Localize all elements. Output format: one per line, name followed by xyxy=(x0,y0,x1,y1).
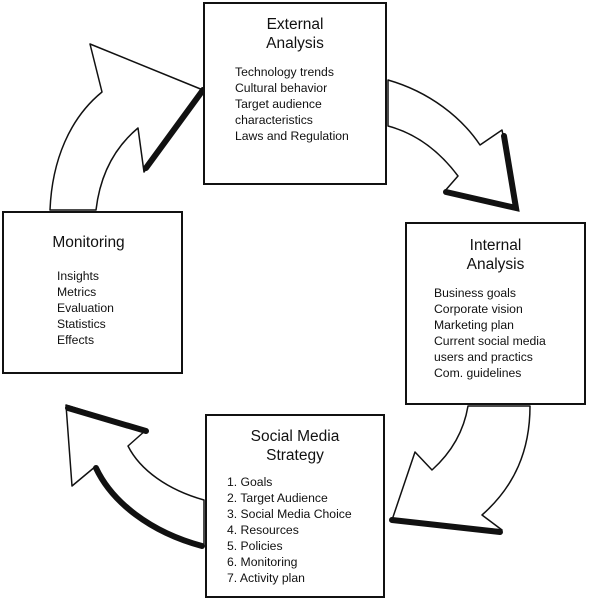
monitoring-list: Insights Metrics Evaluation Statistics E… xyxy=(57,269,181,349)
arrow-internal-to-strategy xyxy=(389,405,531,535)
list-item: characteristics xyxy=(235,112,313,127)
list-item: 4. Resources xyxy=(227,523,299,537)
list-item: 6. Monitoring xyxy=(227,555,298,569)
social-media-strategy-list: 1. Goals 2. Target Audience 3. Social Me… xyxy=(227,474,383,586)
monitoring-title: Monitoring xyxy=(0,233,181,252)
internal-analysis-title: Internal Analysis xyxy=(407,236,584,274)
list-item: Business goals xyxy=(434,286,516,300)
arrow-strategy-to-monitoring xyxy=(65,404,205,549)
list-item: Com. guidelines xyxy=(434,365,522,380)
title-line: Analysis xyxy=(466,256,525,273)
title-line: Internal xyxy=(469,237,522,254)
list-item: Laws and Regulation xyxy=(235,128,349,143)
internal-analysis-box: Internal Analysis Business goals Corpora… xyxy=(405,222,586,405)
list-item: Corporate vision xyxy=(434,301,523,316)
list-item: Technology trends xyxy=(235,65,334,79)
title-line: Monitoring xyxy=(52,234,125,251)
list-item: 7. Activity plan xyxy=(227,571,305,585)
external-analysis-box: External Analysis Technology trends Cult… xyxy=(203,2,387,185)
list-item: 2. Target Audience xyxy=(227,491,328,505)
list-item: Insights xyxy=(57,269,100,283)
title-line: Strategy xyxy=(266,447,324,464)
list-item: Evaluation xyxy=(57,300,114,315)
list-item: Current social media xyxy=(434,333,546,348)
list-item: 3. Social Media Choice xyxy=(227,507,352,521)
list-item: Target audience xyxy=(235,96,322,111)
list-item: Marketing plan xyxy=(434,317,514,332)
list-item: 1. Goals xyxy=(227,475,273,489)
social-media-strategy-title: Social Media Strategy xyxy=(207,427,383,465)
list-item: 5. Policies xyxy=(227,539,283,553)
title-line: Social Media xyxy=(250,428,340,445)
list-item: Statistics xyxy=(57,316,106,331)
external-analysis-list: Technology trends Cultural behavior Targ… xyxy=(235,65,385,145)
external-analysis-title: External Analysis xyxy=(205,15,385,53)
list-item: Metrics xyxy=(57,284,97,299)
social-media-strategy-box: Social Media Strategy 1. Goals 2. Target… xyxy=(205,414,385,598)
list-item: Effects xyxy=(57,332,95,347)
title-line: External xyxy=(266,16,324,33)
monitoring-box: Monitoring Insights Metrics Evaluation S… xyxy=(2,211,183,374)
arrow-external-to-internal xyxy=(387,79,520,212)
arrow-monitoring-to-external xyxy=(49,43,206,211)
list-item: users and practics xyxy=(434,349,533,364)
title-line: Analysis xyxy=(266,35,324,52)
list-item: Cultural behavior xyxy=(235,80,328,95)
internal-analysis-list: Business goals Corporate vision Marketin… xyxy=(434,286,584,381)
